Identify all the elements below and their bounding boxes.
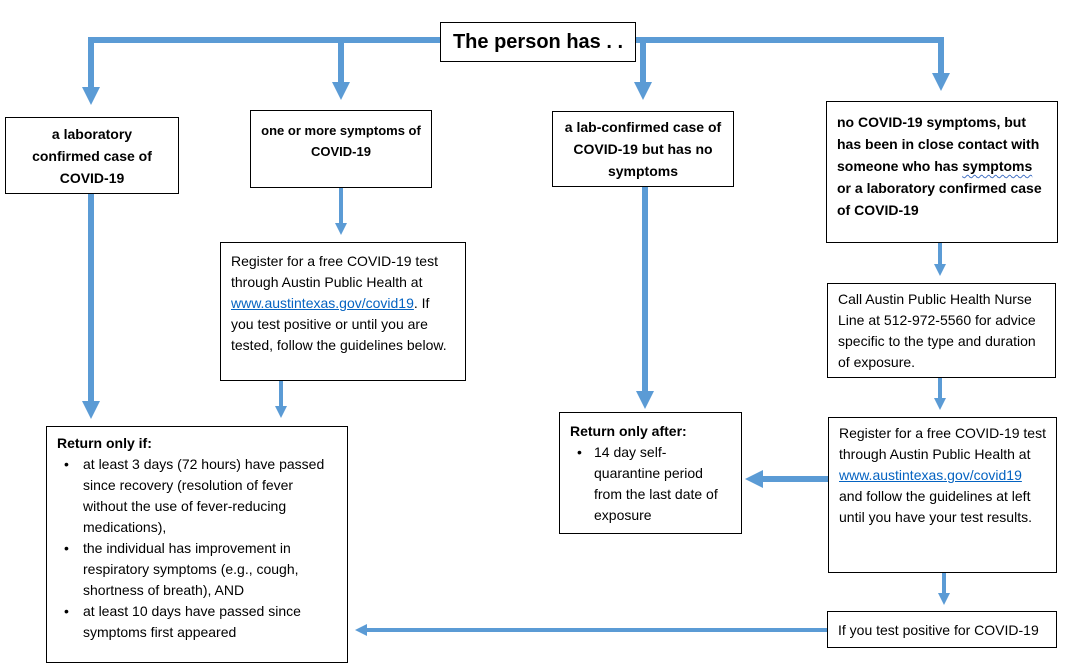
register-right-link[interactable]: www.austintexas.gov/covid19: [839, 467, 1022, 483]
return-after-list: 14 day self-quarantine period from the l…: [570, 442, 731, 526]
box-lab-confirmed: a laboratory confirmed case of COVID-19: [5, 117, 179, 194]
register-left-before: Register for a free COVID-19 test throug…: [231, 253, 438, 290]
diagram-title: The person has . .: [452, 30, 624, 53]
register-left-after: . If you test positive or until you are …: [231, 295, 447, 353]
return-if-list: at least 3 days (72 hours) have passed s…: [57, 454, 337, 643]
close-contact-underlined-word: symptoms: [962, 158, 1033, 174]
test-positive-text: If you test positive for COVID-19: [838, 622, 1039, 638]
box-test-positive: If you test positive for COVID-19: [827, 611, 1057, 648]
box-symptoms: one or more symptoms of COVID-19: [250, 110, 432, 188]
return-if-heading: Return only if:: [57, 435, 152, 451]
nurse-line-text: Call Austin Public Health Nurse Line at …: [838, 291, 1036, 370]
box-no-symptoms-case-text: a lab-confirmed case of COVID-19 but has…: [564, 119, 722, 179]
return-if-item: at least 10 days have passed since sympt…: [57, 601, 337, 643]
return-if-item: at least 3 days (72 hours) have passed s…: [57, 454, 337, 538]
box-lab-confirmed-text: a laboratory confirmed case of COVID-19: [32, 125, 152, 186]
register-right-after: and follow the guidelines at left until …: [839, 488, 1032, 525]
register-right-before: Register for a free COVID-19 test throug…: [839, 425, 1046, 462]
box-return-after: Return only after: 14 day self-quarantin…: [559, 412, 742, 534]
arrow-title-to-close-contact: [635, 37, 950, 91]
box-symptoms-text: one or more symptoms of COVID-19: [261, 123, 421, 159]
return-after-item: 14 day self-quarantine period from the l…: [570, 442, 731, 526]
arrow-title-to-no-symptoms: [634, 37, 652, 100]
arrow-title-to-lab-confirmed: [82, 37, 440, 105]
register-left-link[interactable]: www.austintexas.gov/covid19: [231, 295, 414, 311]
box-register-right: Register for a free COVID-19 test throug…: [828, 417, 1057, 573]
close-contact-lead: no COVID-19 symptoms, but has been in cl…: [837, 114, 1040, 174]
box-close-contact: no COVID-19 symptoms, but has been in cl…: [826, 101, 1058, 243]
box-no-symptoms-case: a lab-confirmed case of COVID-19 but has…: [552, 111, 734, 187]
title-box: The person has . .: [440, 22, 636, 62]
box-register-left: Register for a free COVID-19 test throug…: [220, 242, 466, 381]
return-if-item: the individual has improvement in respir…: [57, 538, 337, 601]
box-nurse-line: Call Austin Public Health Nurse Line at …: [827, 283, 1056, 378]
box-return-if: Return only if: at least 3 days (72 hour…: [46, 426, 348, 663]
return-after-heading: Return only after:: [570, 423, 687, 439]
close-contact-tail: or a laboratory confirmed case of COVID-…: [837, 180, 1042, 218]
